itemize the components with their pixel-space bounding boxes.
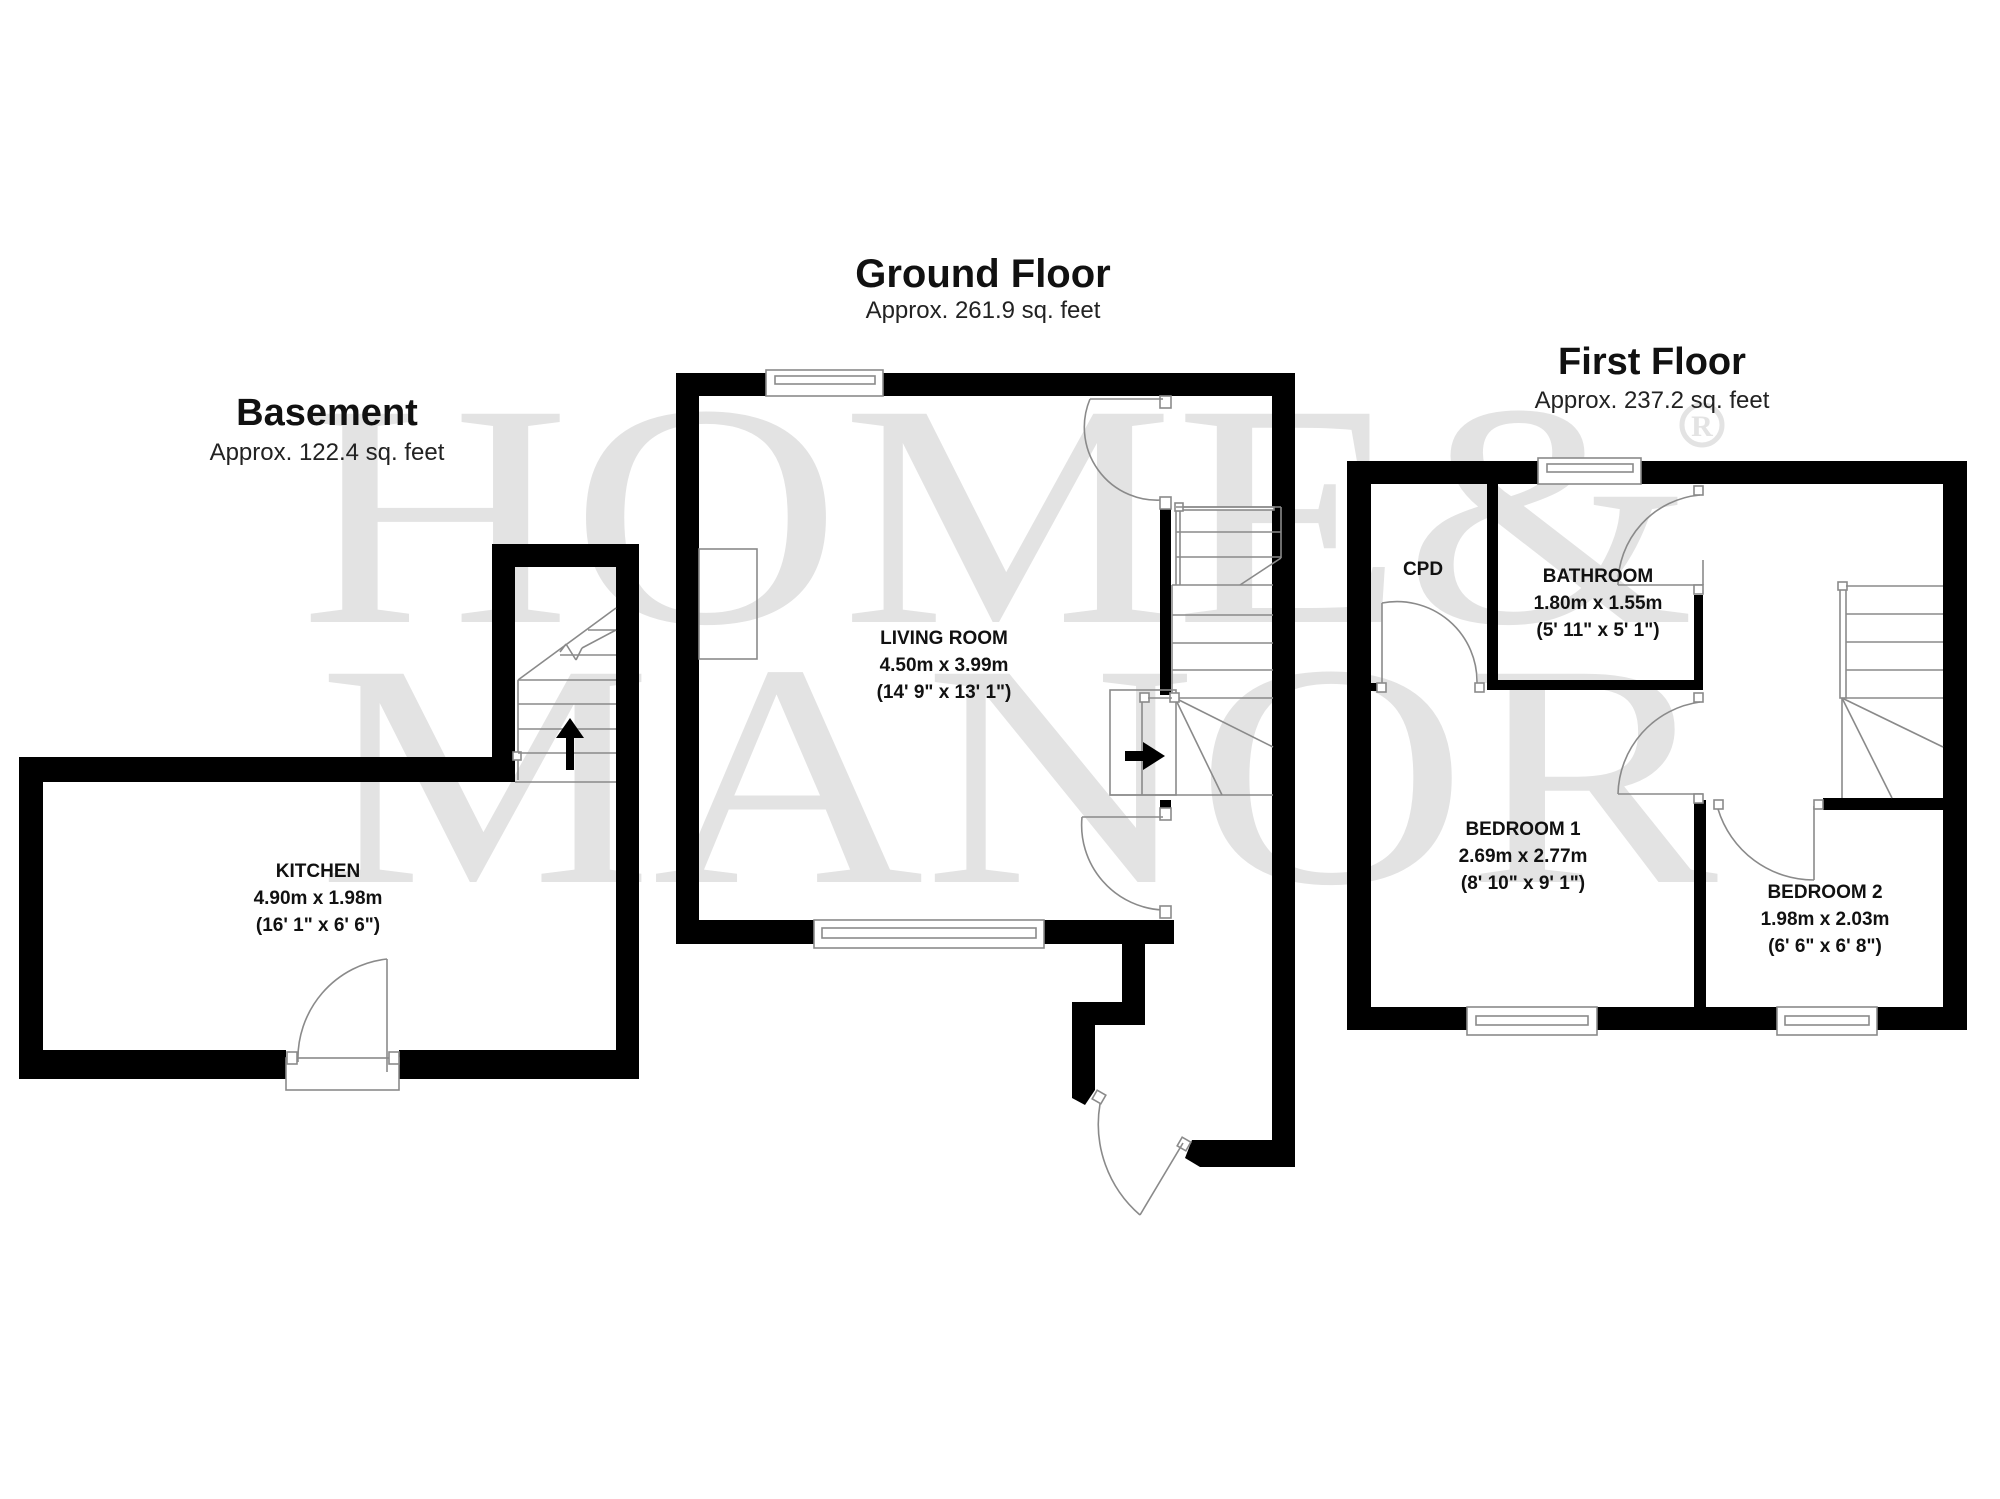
bedroom-1-imperial: (8' 10" x 9' 1") bbox=[1461, 873, 1585, 894]
ground-floor-doors bbox=[1080, 395, 1192, 1216]
kitchen-name: KITCHEN bbox=[276, 861, 360, 882]
living-room-imperial: (14' 9" x 13' 1") bbox=[877, 682, 1012, 703]
ground-floor-walls bbox=[676, 373, 1295, 1167]
room-label-living-room: LIVING ROOM 4.50m x 3.99m (14' 9" x 13' … bbox=[877, 628, 1012, 703]
first-floor-doors bbox=[1376, 485, 1824, 881]
ground-floor-windows bbox=[765, 369, 1045, 949]
bathroom-imperial: (5' 11" x 5' 1") bbox=[1536, 620, 1659, 641]
bedroom-2-imperial: (6' 6" x 6' 8") bbox=[1768, 936, 1882, 957]
fireplace bbox=[698, 548, 758, 660]
right-arrow-icon bbox=[1125, 742, 1165, 770]
bathroom-name: BATHROOM bbox=[1543, 566, 1653, 587]
kitchen-metric: 4.90m x 1.98m bbox=[254, 888, 383, 909]
svg-text:R: R bbox=[1691, 410, 1713, 443]
up-arrow-icon bbox=[556, 718, 584, 770]
watermark-line-2: MANOR bbox=[318, 599, 1720, 951]
room-label-kitchen: KITCHEN 4.90m x 1.98m (16' 1" x 6' 6") bbox=[254, 861, 383, 936]
first-floor-area: Approx. 237.2 sq. feet bbox=[1535, 387, 1770, 414]
first-floor-walls bbox=[1347, 461, 1967, 1030]
bedroom-2-name: BEDROOM 2 bbox=[1767, 882, 1882, 903]
cpd-name: CPD bbox=[1403, 559, 1443, 580]
room-label-bathroom: BATHROOM 1.80m x 1.55m (5' 11" x 5' 1") bbox=[1534, 566, 1663, 641]
living-room-name: LIVING ROOM bbox=[880, 628, 1008, 649]
basement-area: Approx. 122.4 sq. feet bbox=[210, 439, 445, 466]
ground-floor-area: Approx. 261.9 sq. feet bbox=[866, 297, 1101, 324]
ground-floor-plan: Ground Floor Approx. 261.9 sq. feet bbox=[676, 252, 1295, 1216]
room-label-bedroom-2: BEDROOM 2 1.98m x 2.03m (6' 6" x 6' 8") bbox=[1761, 882, 1890, 957]
first-floor-plan: First Floor Approx. 237.2 sq. feet bbox=[1347, 341, 1967, 1036]
registered-mark-icon: R bbox=[1679, 402, 1725, 448]
kitchen-imperial: (16' 1" x 6' 6") bbox=[256, 915, 380, 936]
first-floor-stairs bbox=[1837, 581, 1944, 799]
room-label-bedroom-1: BEDROOM 1 2.69m x 2.77m (8' 10" x 9' 1") bbox=[1459, 819, 1588, 894]
watermark-line-1: HOME& bbox=[300, 339, 1695, 691]
basement-walls bbox=[19, 544, 639, 1079]
room-label-cpd: CPD bbox=[1403, 559, 1443, 580]
bathroom-metric: 1.80m x 1.55m bbox=[1534, 593, 1663, 614]
bedroom-1-name: BEDROOM 1 bbox=[1465, 819, 1581, 840]
basement-plan: Basement Approx. 122.4 sq. feet bbox=[19, 392, 639, 1091]
kitchen-door bbox=[285, 958, 400, 1091]
first-floor-title: First Floor bbox=[1558, 341, 1746, 383]
ground-floor-stairs bbox=[1109, 502, 1282, 796]
basement-title: Basement bbox=[236, 392, 418, 434]
bedroom-2-metric: 1.98m x 2.03m bbox=[1761, 909, 1890, 930]
living-room-metric: 4.50m x 3.99m bbox=[880, 655, 1009, 676]
ground-floor-title: Ground Floor bbox=[855, 252, 1111, 296]
watermark: HOME& MANOR R bbox=[300, 339, 1725, 951]
first-floor-windows bbox=[1466, 457, 1878, 1036]
bedroom-1-metric: 2.69m x 2.77m bbox=[1459, 846, 1588, 867]
